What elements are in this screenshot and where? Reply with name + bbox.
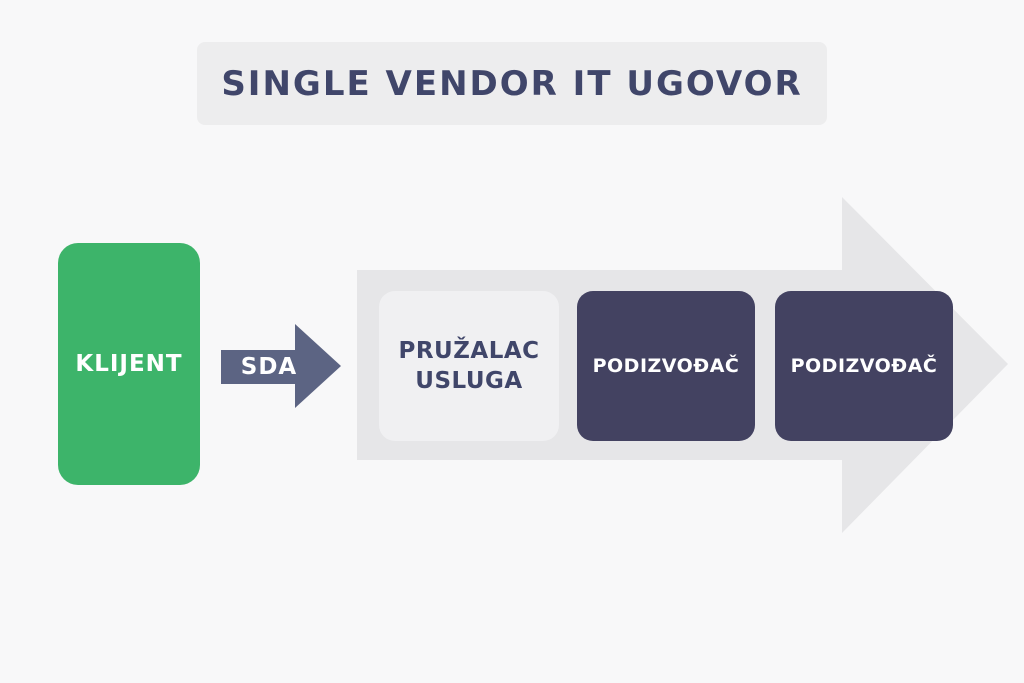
sda-arrow-shape [221, 324, 341, 408]
sda-label: SDA [240, 354, 298, 380]
diagram-title: SINGLE VENDOR IT UGOVOR [221, 63, 803, 104]
subcontractor-box-2: PODIZVOĐAČ [775, 291, 953, 441]
subcontractor-label-1: PODIZVOĐAČ [592, 355, 740, 377]
title-box: SINGLE VENDOR IT UGOVOR [197, 42, 827, 125]
service-provider-box: PRUŽALAC USLUGA [379, 291, 559, 441]
client-label: KLIJENT [75, 351, 183, 377]
subcontractor-box-1: PODIZVOĐAČ [577, 291, 755, 441]
subcontractor-label-2: PODIZVOĐAČ [790, 355, 938, 377]
sda-arrow-icon [221, 324, 341, 408]
service-provider-line1: PRUŽALAC [398, 338, 540, 364]
client-box: KLIJENT [58, 243, 200, 485]
service-provider-line2: USLUGA [415, 368, 523, 394]
